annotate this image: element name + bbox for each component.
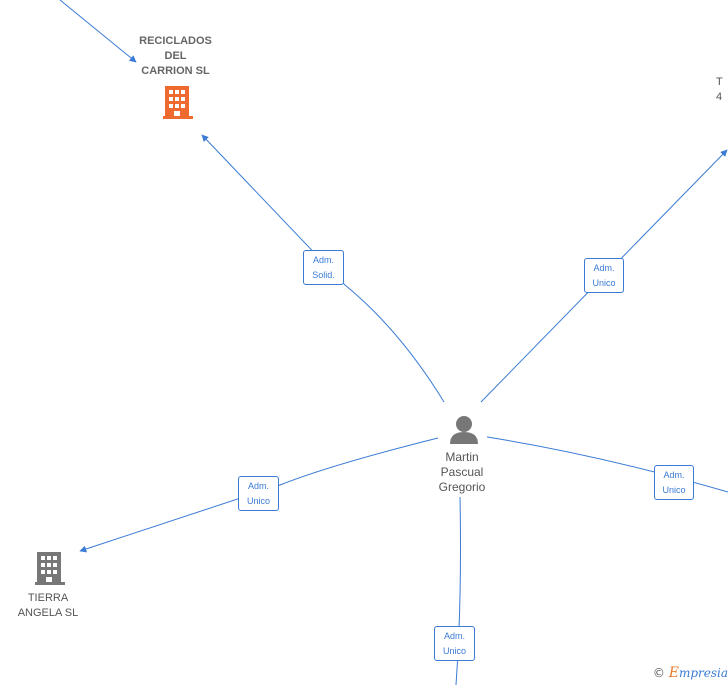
edge-bottom	[455, 496, 461, 685]
role-text: Unico	[442, 646, 466, 656]
role-text: Adm.	[443, 631, 465, 641]
role-badge-reciclados[interactable]: Adm. Solid.	[303, 250, 344, 285]
node-label-reciclados[interactable]: RECICLADOS DEL CARRION SL	[118, 34, 233, 79]
role-badge-bottom[interactable]: Adm. Unico	[434, 626, 475, 661]
copyright-icon: ©	[652, 666, 665, 680]
edge-top-incoming	[59, 0, 137, 63]
label-line: Pascual	[440, 465, 484, 479]
node-label-tierra[interactable]: TIERRA ANGELA SL	[8, 591, 88, 621]
role-text: Adm.	[663, 470, 685, 480]
building-icon[interactable]	[163, 86, 193, 119]
node-label-center[interactable]: Martin Pascual Gregorio	[421, 450, 503, 495]
role-badge-top-right[interactable]: Adm. Unico	[584, 258, 624, 293]
brand-name: mpresia	[678, 666, 728, 680]
label-line: RECICLADOS	[139, 35, 212, 47]
label-line: T	[716, 76, 723, 88]
role-text: Unico	[662, 485, 686, 495]
label-line: 4	[716, 91, 723, 103]
role-text: Unico	[246, 496, 270, 506]
person-icon[interactable]	[450, 416, 478, 444]
label-line: ANGELA SL	[17, 607, 79, 619]
role-text: Adm.	[593, 263, 615, 273]
edge-reciclados	[201, 134, 445, 403]
role-text: Solid.	[312, 270, 335, 280]
label-line: CARRION SL	[141, 65, 210, 77]
role-text: Unico	[592, 278, 616, 288]
label-line: Martin	[445, 450, 479, 464]
empresia-watermark: © Empresia	[653, 665, 728, 681]
edge-right	[486, 436, 728, 493]
label-line: DEL	[164, 50, 187, 62]
role-text: Adm.	[312, 255, 334, 265]
role-text: Adm.	[247, 481, 269, 491]
label-line: Gregorio	[438, 480, 486, 494]
role-badge-right[interactable]: Adm. Unico	[654, 465, 694, 500]
edge-tierra	[79, 437, 439, 553]
node-label-right-partial[interactable]: T 4	[716, 75, 728, 105]
label-line: TIERRA	[27, 592, 69, 604]
building-icon[interactable]	[35, 552, 65, 585]
role-badge-tierra[interactable]: Adm. Unico	[238, 476, 279, 511]
brand-initial: E	[668, 665, 679, 681]
